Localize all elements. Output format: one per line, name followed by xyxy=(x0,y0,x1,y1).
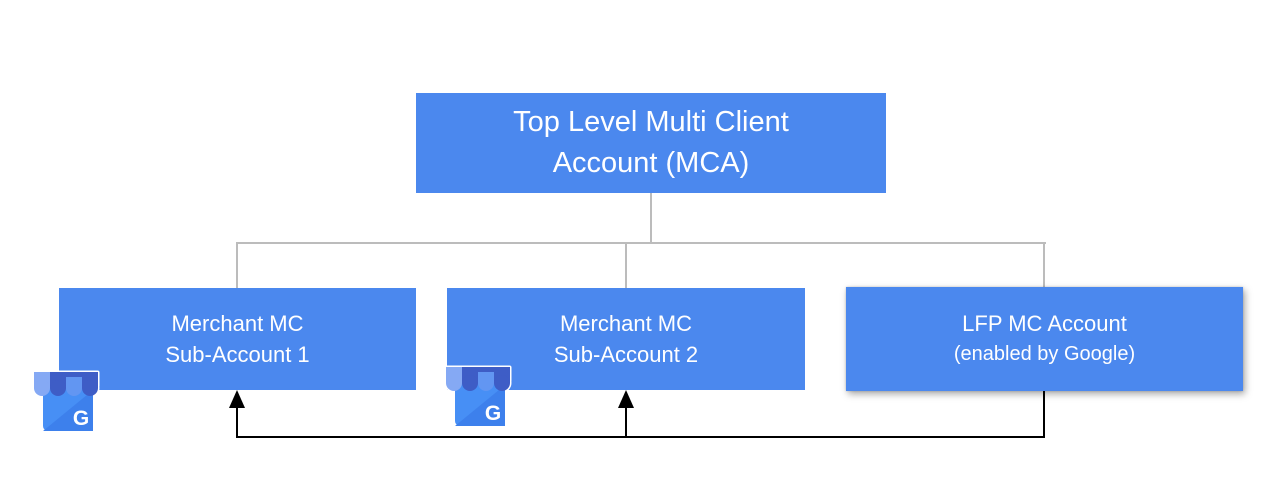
node-label-line2: Account (MCA) xyxy=(552,147,750,179)
tree-connector-horizontal-bar xyxy=(236,242,1046,244)
tree-connector-root-stem xyxy=(650,193,652,243)
node-lfp-mc-account: LFP MC Account (enabled by Google) xyxy=(846,287,1243,391)
google-g-letter: G xyxy=(485,402,501,425)
node-label-line1: Merchant MC xyxy=(171,311,304,336)
node-label-line1: Top Level Multi Client xyxy=(513,106,789,138)
tree-connector-drop-child-3 xyxy=(1043,242,1045,287)
node-label-line2: Sub-Account 2 xyxy=(553,342,699,367)
node-label-line1: LFP MC Account xyxy=(962,311,1127,336)
node-label-line2: (enabled by Google) xyxy=(953,343,1136,365)
feed-arrow-shaft-sub-account-1 xyxy=(236,404,238,438)
tree-connector-drop-child-1 xyxy=(236,242,238,288)
google-my-business-icon: G xyxy=(445,365,512,429)
tree-connector-drop-child-2 xyxy=(625,242,627,288)
node-top-level-mca: Top Level Multi Client Account (MCA) xyxy=(416,93,886,193)
feed-arrow-shaft-sub-account-2 xyxy=(625,404,627,438)
lfp-feed-horizontal-line xyxy=(236,436,1045,438)
node-label-line2: Sub-Account 1 xyxy=(165,342,310,367)
google-g-letter: G xyxy=(73,407,89,430)
feed-arrowhead-sub-account-1 xyxy=(229,390,245,408)
lfp-feed-vertical-line xyxy=(1043,391,1045,438)
node-merchant-sub-account-1: Merchant MC Sub-Account 1 xyxy=(59,288,416,390)
node-label-line1: Merchant MC xyxy=(559,311,693,336)
google-my-business-icon: G xyxy=(33,370,100,434)
feed-arrowhead-sub-account-2 xyxy=(618,390,634,408)
